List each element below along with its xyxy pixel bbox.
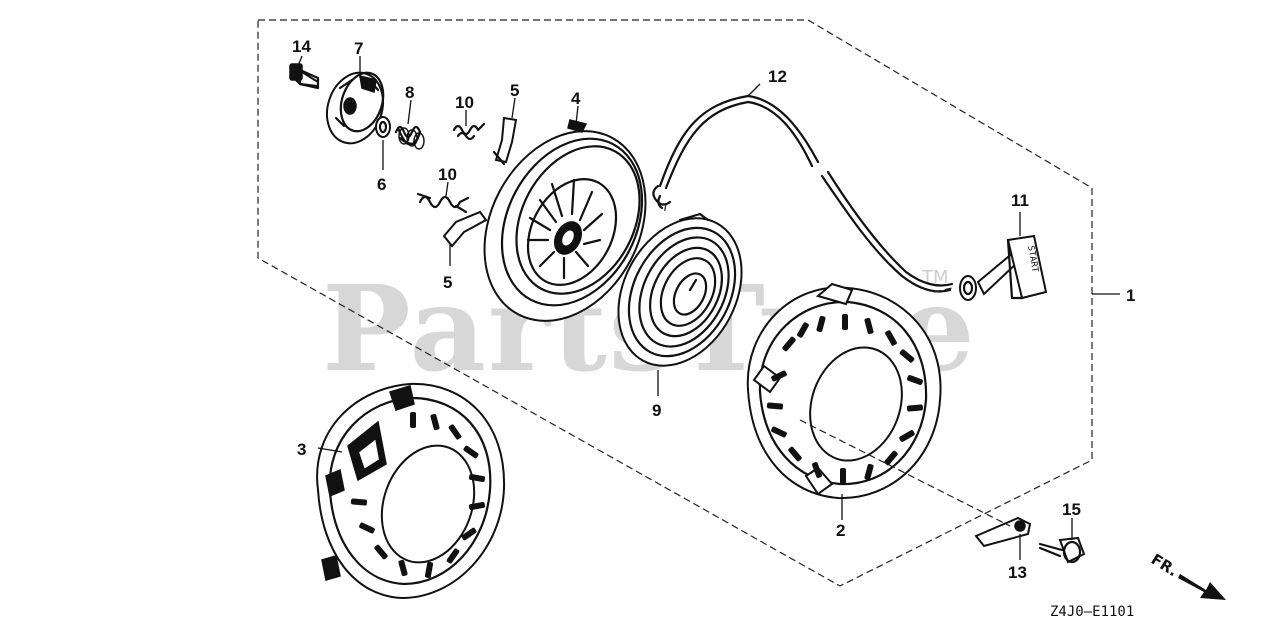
part-bolt-14[interactable] (289, 63, 320, 90)
callout-9: 9 (652, 401, 661, 420)
part-starter-case-2[interactable] (746, 282, 942, 500)
callout-8: 8 (405, 83, 414, 102)
part-starter-rope-12[interactable] (652, 94, 954, 293)
direction-label: FR. (1148, 550, 1181, 580)
callout-2: 2 (836, 521, 845, 540)
callout-6: 6 (377, 175, 386, 194)
part-pawl-5-upper[interactable] (492, 116, 518, 166)
part-washer-6[interactable] (375, 116, 391, 138)
part-starter-grip-11[interactable]: START (959, 234, 1048, 301)
part-spring-10-lower[interactable] (416, 192, 470, 214)
part-fan-cover-3[interactable] (316, 382, 506, 600)
handle-start-label: START (1025, 245, 1040, 274)
part-reel-4[interactable] (453, 103, 678, 349)
diagram-code: Z4J0—E1101 (1050, 604, 1134, 620)
part-spring-8[interactable] (394, 125, 425, 150)
arrow-down-right-icon (1178, 574, 1226, 600)
part-clip-13[interactable] (974, 516, 1032, 548)
callout-11: 11 (1011, 191, 1029, 210)
callout-12: 12 (768, 67, 787, 86)
assembly-boundary (257, 19, 1093, 587)
callout-10-upper: 10 (455, 93, 474, 112)
callout-5-lower: 5 (443, 273, 452, 292)
part-pawl-5-lower[interactable] (442, 210, 488, 248)
callout-3: 3 (297, 440, 306, 459)
callout-14: 14 (292, 37, 311, 56)
callout-7: 7 (354, 39, 363, 58)
callout-1: 1 (1126, 286, 1135, 305)
part-ratchet-7[interactable] (318, 65, 392, 150)
part-spring-10-upper[interactable] (452, 122, 486, 141)
callout-5-upper: 5 (510, 81, 519, 100)
part-flange-bolt-15[interactable] (1038, 536, 1086, 564)
callout-10-lower: 10 (438, 165, 457, 184)
callout-13: 13 (1008, 563, 1027, 582)
part-recoil-spring-9[interactable] (594, 197, 766, 387)
front-direction-indicator: FR. (1148, 550, 1226, 600)
callout-numbers: 14 7 8 6 10 5 4 10 5 12 11 1 9 2 3 13 15 (292, 37, 1135, 582)
callout-15: 15 (1062, 500, 1081, 519)
callout-4: 4 (571, 89, 581, 108)
leader-lines (297, 55, 1120, 560)
